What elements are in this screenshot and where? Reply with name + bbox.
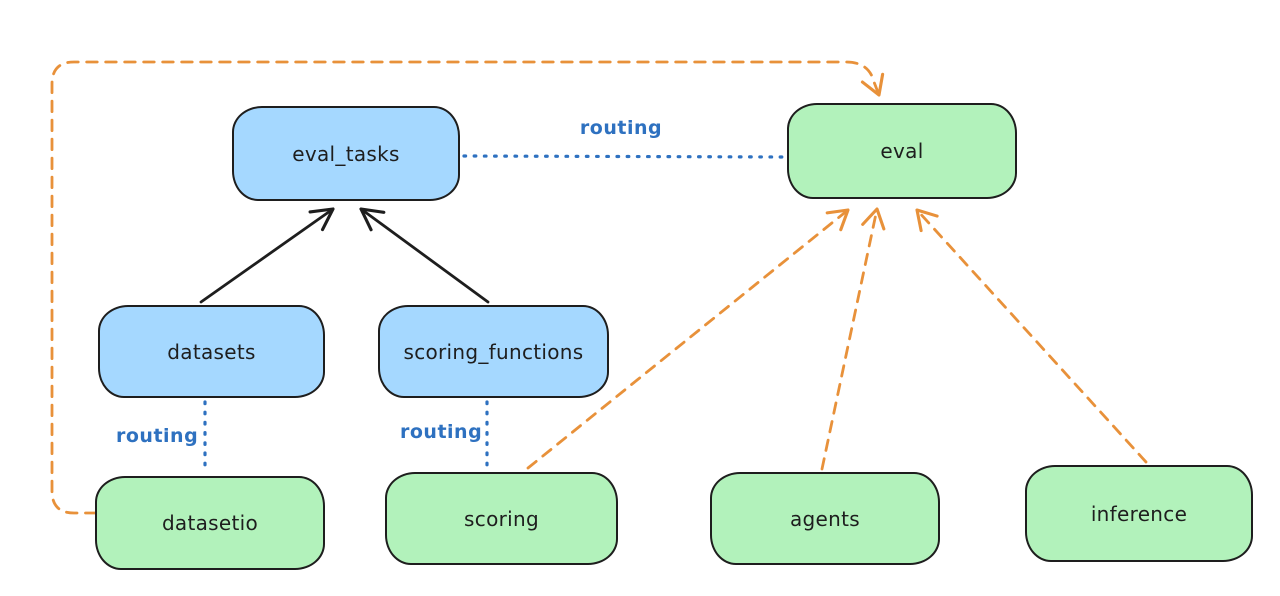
edge-inference-to-eval bbox=[915, 208, 1148, 464]
node-datasetio-label: datasetio bbox=[161, 511, 259, 535]
node-scoring-functions-label: scoring_functions bbox=[403, 339, 584, 364]
edge-eval-tasks-to-eval-routing bbox=[462, 154, 786, 159]
node-inference-label: inference bbox=[1090, 501, 1188, 526]
edge-scoring-to-eval bbox=[526, 208, 850, 470]
node-eval-label: eval bbox=[880, 139, 924, 163]
node-inference: inference bbox=[1025, 465, 1253, 562]
edge-label-routing-datasets: routing bbox=[116, 425, 199, 447]
node-datasetio: datasetio bbox=[95, 476, 325, 570]
node-scoring-label: scoring bbox=[464, 506, 539, 531]
node-scoring-functions: scoring_functions bbox=[378, 305, 609, 398]
node-eval-tasks-label: eval_tasks bbox=[292, 141, 400, 166]
edge-datasetio-to-eval bbox=[50, 60, 885, 515]
edge-label-routing-scoring: routing bbox=[400, 421, 483, 443]
node-agents-label: agents bbox=[790, 506, 860, 531]
edge-agents-to-eval bbox=[820, 207, 886, 471]
node-scoring: scoring bbox=[385, 472, 618, 565]
node-eval-tasks: eval_tasks bbox=[232, 106, 460, 201]
edge-datasets-to-eval-tasks bbox=[199, 207, 335, 304]
edge-label-routing-top: routing bbox=[579, 117, 663, 139]
node-agents: agents bbox=[710, 472, 940, 565]
node-eval: eval bbox=[787, 103, 1017, 199]
node-datasets-label: datasets bbox=[167, 339, 256, 364]
node-datasets: datasets bbox=[98, 305, 325, 398]
edge-scoring-functions-to-eval-tasks bbox=[359, 207, 490, 304]
